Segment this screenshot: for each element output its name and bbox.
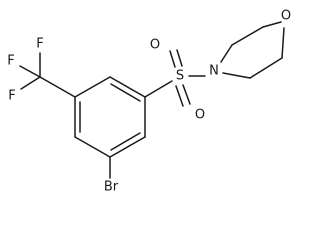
ring-bond-1	[109, 76, 146, 98]
trifluoromethyl-group: F F F	[7, 37, 76, 104]
ring-bond-4	[74, 136, 111, 158]
morpholine-bond-2	[231, 26, 264, 46]
sulfonyl-group: S O O	[144, 38, 206, 123]
s-o-double-bond-upper-a	[169, 50, 176, 68]
oxygen-label-upper: O	[150, 38, 160, 53]
morpholine-bond-4	[281, 27, 285, 59]
structure-diagram: F F F Br S O O N O	[7, 9, 291, 195]
fluorine-label-left: F	[7, 54, 14, 69]
ring-double-bond-1	[110, 83, 141, 102]
cf3-ring-bond	[39, 76, 76, 98]
oxygen-label-ring: O	[281, 9, 291, 24]
bromine-substituent: Br	[104, 156, 119, 195]
s-o-double-bond-upper-b	[176, 49, 183, 67]
benzene-ring	[74, 76, 146, 158]
nitrogen-label: N	[209, 64, 219, 79]
fluorine-label-top: F	[36, 37, 43, 52]
bromine-label: Br	[104, 180, 119, 195]
ring-bond-3	[109, 136, 146, 158]
c-s-bond	[144, 80, 173, 98]
cf-bond-bottom	[20, 76, 41, 90]
molecule-drawing: F F F Br S O O N O	[7, 9, 291, 195]
sulfur-label: S	[176, 69, 184, 84]
ring-bond-6	[74, 76, 111, 98]
morpholine-bond-5	[249, 57, 283, 79]
s-o-double-bond-lower-b	[182, 84, 191, 105]
cf-bond-left	[19, 65, 41, 78]
fluorine-label-bottom: F	[8, 89, 15, 104]
s-o-double-bond-lower-a	[175, 85, 184, 107]
ring-double-bond-2	[110, 132, 141, 151]
morpholine-bond-3	[262, 21, 282, 28]
morpholine-bond-1	[220, 44, 233, 63]
morpholine-bond-6	[222, 72, 251, 79]
oxygen-label-lower: O	[195, 108, 205, 123]
morpholine-ring: N O	[209, 9, 291, 79]
